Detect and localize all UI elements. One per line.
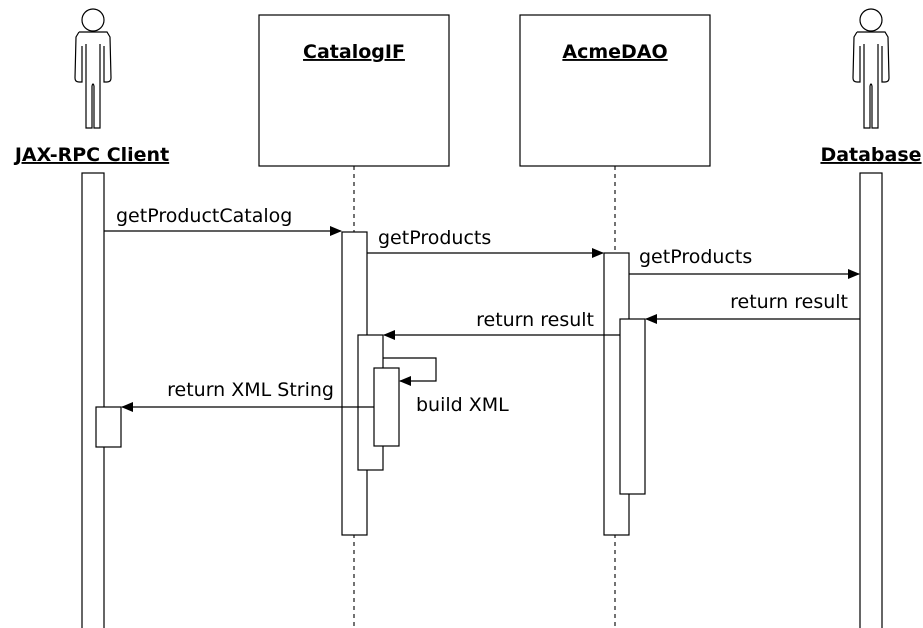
message-label-getproducts-db: getProducts: [639, 246, 752, 268]
database-label: Database: [820, 144, 921, 166]
client-label: JAX-RPC Client: [13, 144, 169, 166]
catalog-label: CatalogIF: [303, 41, 405, 63]
client-lifeline: [81, 172, 105, 628]
client-activation: [95, 406, 122, 448]
dao-label: AcmeDAO: [562, 41, 667, 63]
message-label-return-result-catalog: return result: [476, 309, 594, 331]
database-actor-icon: [852, 8, 890, 129]
message-arrow-build-xml: [383, 357, 437, 386]
database-lifeline: [859, 172, 883, 628]
dao-activation-nested: [619, 318, 646, 495]
client-actor-icon: [74, 8, 112, 129]
message-label-build-xml: build XML: [416, 394, 509, 416]
message-label-getproductcatalog: getProductCatalog: [116, 205, 292, 227]
catalog-box: [258, 14, 450, 167]
message-label-return-result-db: return result: [730, 291, 848, 313]
message-label-getproducts-dao: getProducts: [378, 227, 491, 249]
dao-box: [519, 14, 711, 167]
message-label-return-xml-string: return XML String: [167, 379, 334, 401]
catalog-activation: [341, 231, 368, 536]
build-xml-activation: [373, 367, 400, 447]
